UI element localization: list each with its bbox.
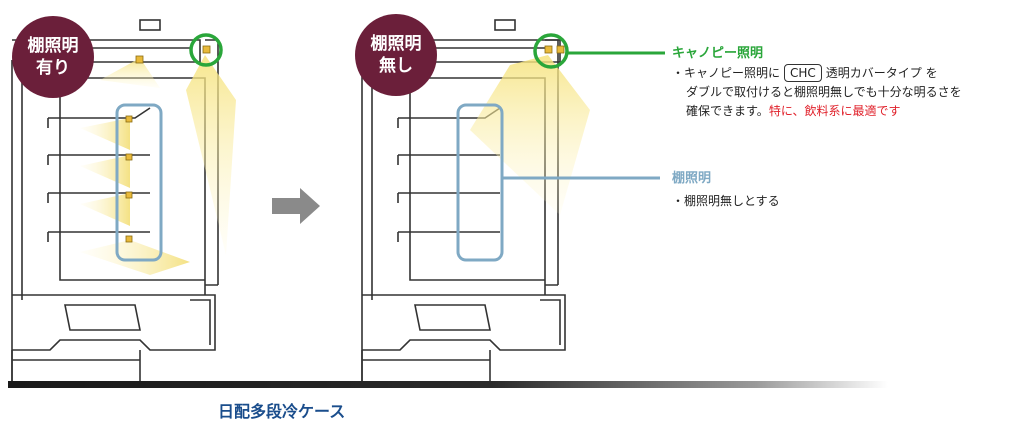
canopy-line3-plain: 確保できます。: [686, 104, 769, 118]
left-badge-line2: 有り: [36, 58, 70, 78]
left-shelf-lamp-2: [125, 153, 133, 161]
left-shelf-light-beam-3: [80, 193, 130, 226]
left-shelf-highlight: [115, 103, 163, 262]
left-shelf-light-beam-4: [80, 240, 190, 275]
right-canopy-light-beam: [470, 55, 590, 215]
left-shelf-light-beam-2: [80, 155, 130, 188]
canopy-bullet-suffix: 透明カバータイプ を: [825, 66, 938, 80]
left-canopy-light-beam: [186, 55, 236, 255]
right-shelf-highlight: [456, 103, 504, 262]
right-badge-line1: 棚照明: [370, 34, 422, 54]
right-canopy-lamp-2: [556, 45, 565, 54]
left-shelf-lamp-4: [125, 235, 133, 243]
canopy-line2: ダブルで取付けると棚照明無しでも十分な明るさを: [686, 85, 962, 99]
right-badge-line2: 無し: [379, 56, 413, 76]
canopy-line3-red: 特に、飲料系に最適です: [768, 104, 901, 118]
diagram-caption: 日配多段冷ケース: [218, 402, 346, 421]
left-shelf-lamp-3: [125, 191, 133, 199]
left-top-lamp: [135, 55, 144, 64]
floor-line: [8, 381, 888, 388]
left-top-light-beam: [100, 58, 160, 88]
transition-arrow: [272, 188, 320, 224]
left-shelf-lamp-1: [125, 115, 133, 123]
right-canopy-lamp-1: [544, 45, 553, 54]
shelf-title: 棚照明: [672, 171, 712, 186]
canopy-title: キャノピー照明: [672, 46, 764, 61]
chc-label: CHC: [784, 64, 822, 82]
left-canopy-lamp: [202, 45, 211, 54]
right-case: [361, 19, 566, 385]
right-badge: 棚照明 無し: [355, 14, 437, 96]
canopy-bullet-prefix: ・キャノピー照明に: [672, 66, 781, 80]
left-badge: 棚照明 有り: [12, 16, 94, 98]
right-canopy-highlight: [533, 33, 569, 69]
canopy-line3: 確保できます。特に、飲料系に最適です: [672, 102, 1017, 121]
left-shelf-light-beam-1: [80, 118, 130, 150]
shelf-bullet: ・棚照明無しとする: [672, 194, 780, 208]
left-badge-line1: 棚照明: [27, 36, 79, 56]
left-canopy-highlight: [189, 33, 223, 67]
